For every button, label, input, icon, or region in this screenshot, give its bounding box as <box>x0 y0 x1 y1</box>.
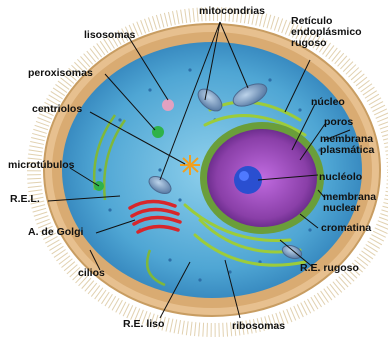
label-nucleolo: nucléolo <box>319 172 362 183</box>
label-microtubulos: microtúbulos <box>8 160 75 171</box>
label-reticulo-rugoso: Retículo endoplásmico rugoso <box>291 16 362 49</box>
label-re-rugoso: R.E. rugoso <box>300 263 359 274</box>
label-centriolos: centriolos <box>32 104 82 115</box>
peroxisome <box>152 126 164 138</box>
label-ribosomas: ribosomas <box>232 321 285 332</box>
label-nucleo: núcleo <box>311 97 345 108</box>
label-mitocondrias: mitocondrias <box>199 6 265 17</box>
lysosome <box>162 99 174 111</box>
centriole <box>180 155 200 175</box>
label-poros: poros <box>324 117 353 128</box>
label-re-liso: R.E. liso <box>123 319 164 330</box>
label-membrana-nuclear: membrana nuclear <box>323 192 376 214</box>
nucleolus <box>234 166 262 194</box>
nucleus <box>207 129 317 227</box>
label-peroxisomas: peroxisomas <box>28 68 93 79</box>
label-membrana-plasmatica: membrana plasmática <box>320 134 374 156</box>
label-rel: R.E.L. <box>10 194 40 205</box>
label-lisosomas: lisosomas <box>84 30 135 41</box>
label-golgi: A. de Golgi <box>28 227 83 238</box>
label-cromatina: cromatina <box>321 223 371 234</box>
label-cilios: cilios <box>78 268 105 279</box>
